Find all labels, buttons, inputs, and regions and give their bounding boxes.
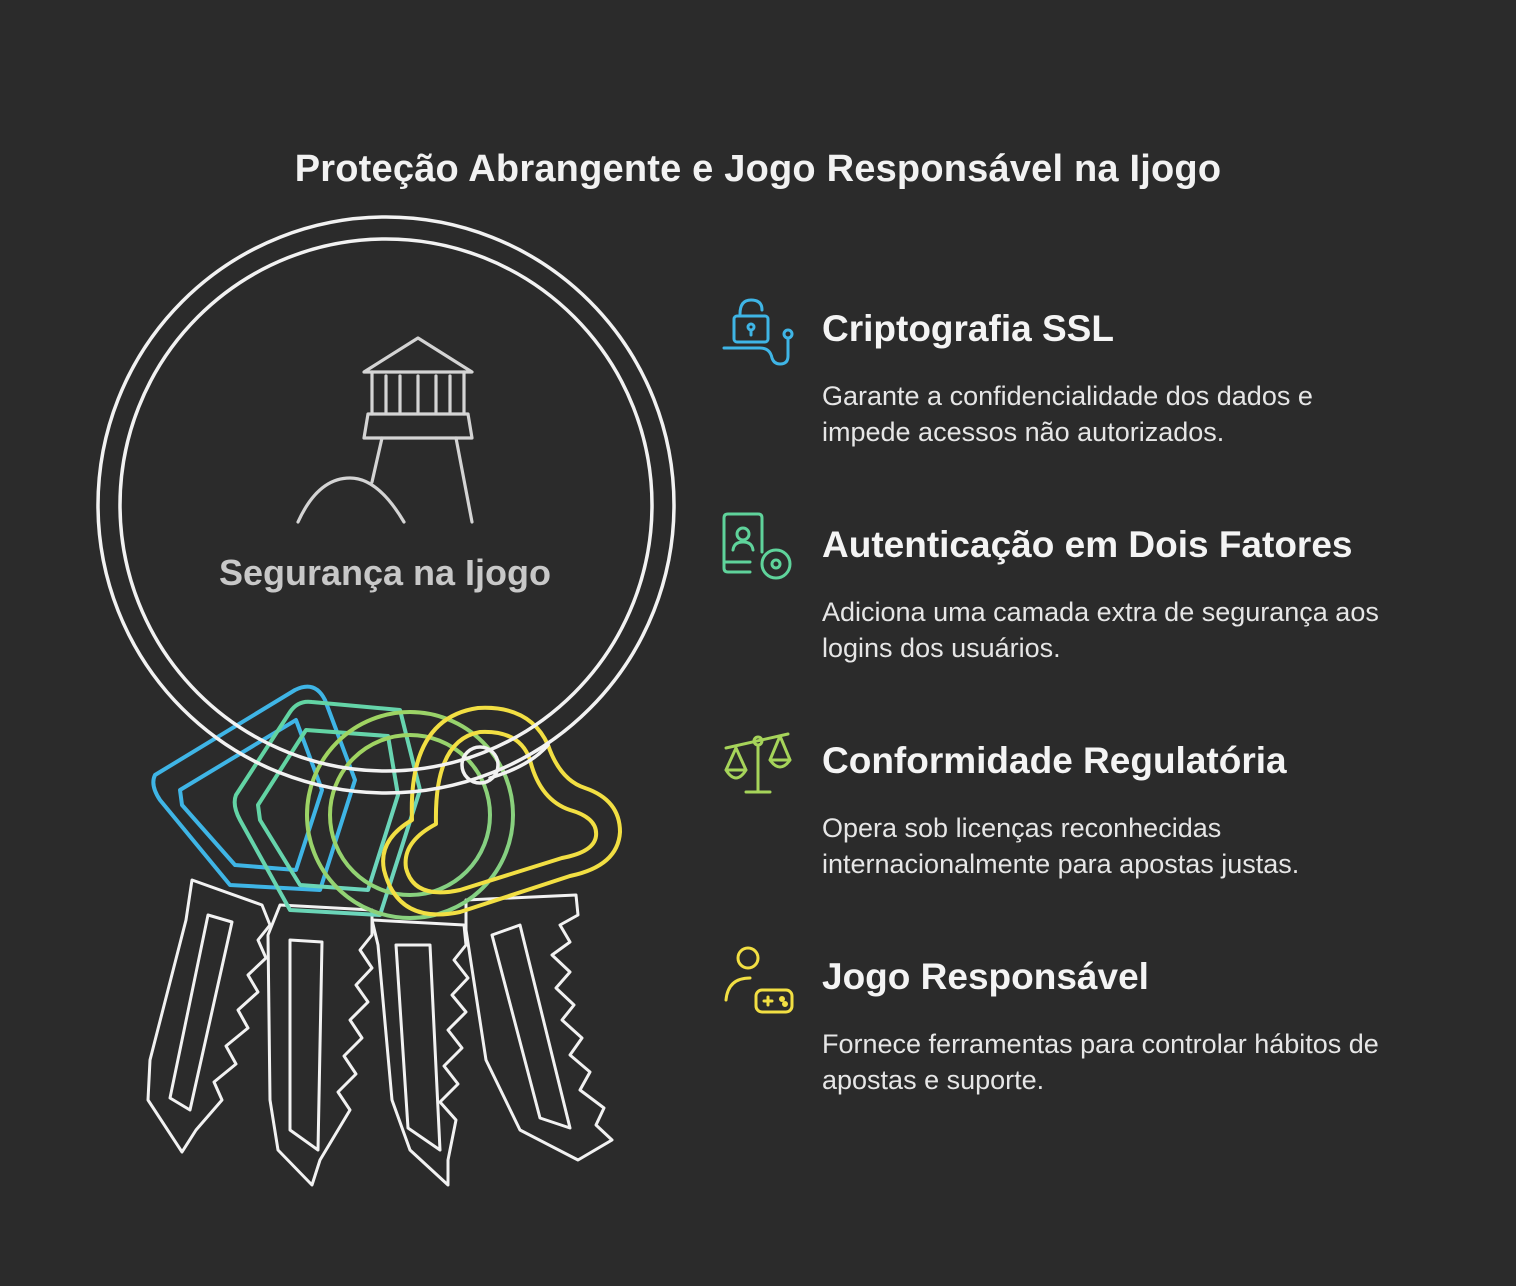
- feature-description: Fornece ferramentas para controlar hábit…: [822, 1029, 1379, 1095]
- ring-inner: [118, 237, 654, 773]
- scales-icon: [724, 732, 792, 794]
- key-head-yellow: [381, 705, 622, 917]
- feature-heading: Autenticação em Dois Fatores: [822, 524, 1353, 565]
- page-title: Proteção Abrangente e Jogo Responsável n…: [294, 148, 1222, 190]
- feature-description: Opera sob licenças reconhecidas internac…: [822, 813, 1300, 879]
- feature-heading: Jogo Responsável: [822, 956, 1149, 997]
- center-label: Segurança na Ijogo: [218, 552, 552, 593]
- feature-heading: Conformidade Regulatória: [822, 740, 1287, 781]
- keyring-illustration: [96, 215, 676, 1187]
- lighthouse-icon: [296, 336, 474, 524]
- user-gamepad-icon: [724, 946, 794, 1014]
- feature-description: Adiciona uma camada extra de segurança a…: [822, 597, 1379, 663]
- key-head-blue: [151, 684, 357, 892]
- key-blades: [146, 878, 614, 1187]
- feature-heading: Criptografia SSL: [822, 308, 1114, 349]
- phone-user-icon: [722, 512, 792, 580]
- feature-description: Garante a confidencialidade dos dados e …: [822, 381, 1313, 447]
- ring-outer: [96, 215, 676, 795]
- padlock-icon: [722, 298, 794, 366]
- key-head-lime: [305, 710, 515, 920]
